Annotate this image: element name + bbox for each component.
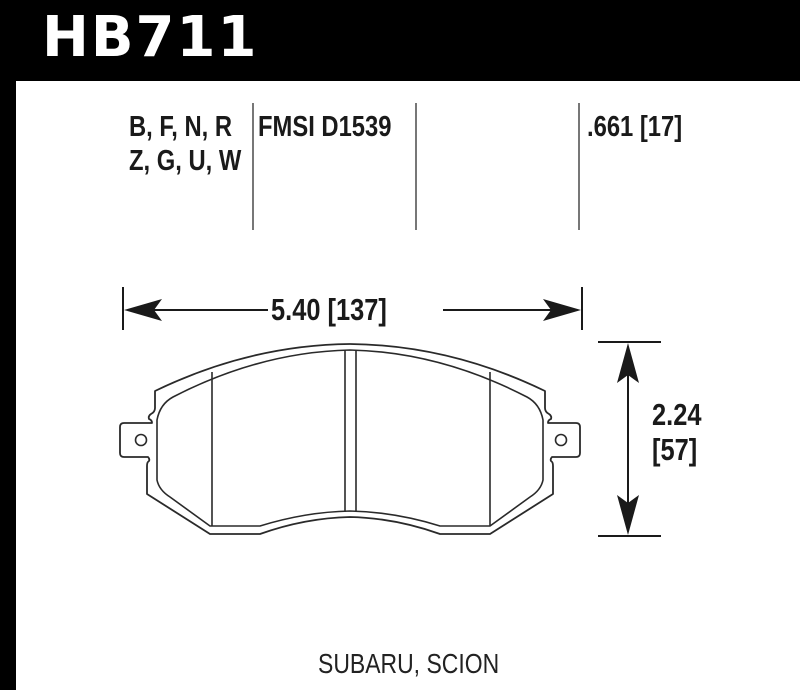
height-value-mm: [57] (652, 432, 698, 467)
mounting-hole-right (554, 433, 568, 447)
arrow-left-icon (124, 299, 162, 321)
width-dimension-line (122, 287, 583, 330)
arrow-right-icon (543, 299, 581, 321)
title-band: HB711 (0, 0, 800, 81)
arrow-up-icon (617, 343, 639, 383)
backing-plate-outline (119, 343, 581, 535)
height-value-inches: 2.24 (652, 397, 702, 432)
thickness-value: .661 [17] (587, 111, 683, 143)
drawing-sheet (16, 81, 800, 690)
spec-separators (252, 103, 580, 230)
compound-codes: B, F, N, R Z, G, U, W (129, 110, 241, 178)
mounting-hole-left (134, 433, 148, 447)
compound-codes-line1: B, F, N, R (129, 111, 233, 143)
height-dimension-line (598, 341, 661, 537)
compound-codes-line2: Z, G, U, W (129, 145, 242, 177)
fmsi-number: FMSI D1539 (258, 111, 392, 143)
height-value: 2.24 [57] (652, 397, 701, 467)
width-value: 5.40 [137] (271, 292, 387, 327)
friction-dividers (211, 350, 491, 526)
friction-material-outline (156, 349, 544, 527)
vehicle-application: SUBARU, SCION (318, 648, 500, 679)
part-number: HB711 (42, 5, 259, 70)
arrow-down-icon (617, 495, 639, 535)
